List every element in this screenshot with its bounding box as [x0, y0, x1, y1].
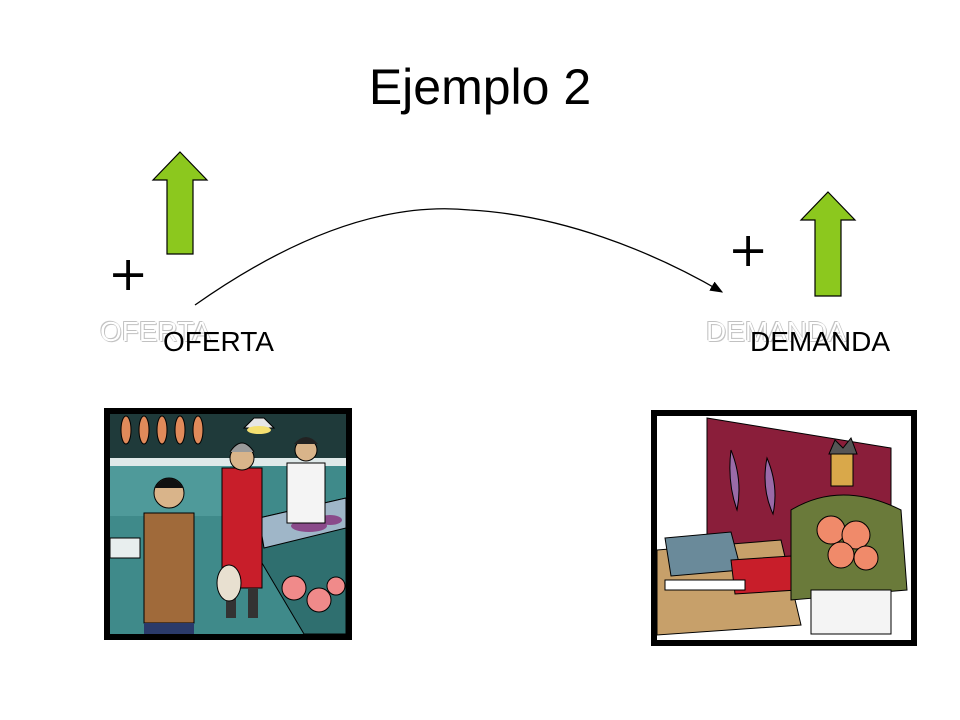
- up-arrow-icon: [151, 151, 209, 255]
- slide-title: Ejemplo 2: [368, 59, 592, 115]
- plus-sign-left: +: [108, 246, 149, 302]
- fish-market-customer-image: [104, 408, 352, 640]
- up-arrow-icon: [799, 191, 857, 297]
- label-ghost-right: DEMANDA: [706, 316, 847, 347]
- demanda-label: DEMANDA: [750, 326, 891, 357]
- oferta-label: OFERTA: [163, 326, 274, 357]
- plus-sign-right: +: [728, 222, 769, 278]
- label-ghost-left: OFERTA: [100, 316, 211, 347]
- fishmonger-with-crabs-image: [651, 410, 917, 646]
